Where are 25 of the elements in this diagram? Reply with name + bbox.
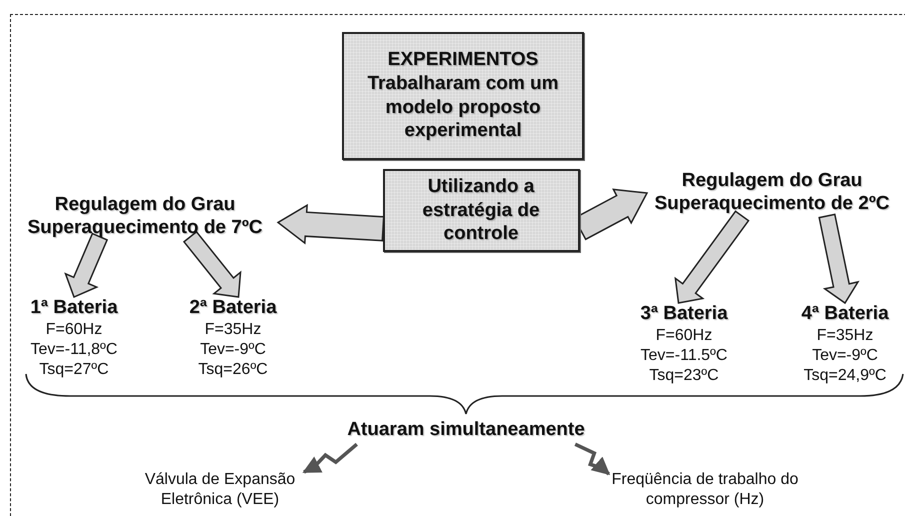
heading-text: Atuaram simultaneamente [347, 419, 585, 442]
parameter-text: F=35Hz Tev=-9ºC Tsq=24,9ºC [804, 326, 886, 386]
heading-text: Regulagem do Grau Superaquecimento de 2ºC [654, 170, 890, 216]
lightning-arrow [574, 442, 610, 476]
block-arrow [182, 230, 242, 298]
heading-text: 2ª Bateria [189, 297, 277, 320]
parameter-text: F=60Hz Tev=-11,8ºC Tsq=27ºC [30, 320, 118, 380]
process-box [382, 169, 580, 252]
heading-text: 1ª Bateria [30, 297, 118, 320]
heading-text: Regulagem do Grau Superaquecimento de 7ºC [26, 194, 264, 240]
process-box [342, 32, 584, 160]
block-arrow [64, 232, 108, 298]
parameter-text: F=35Hz Tev=-9ºC Tsq=26ºC [198, 320, 268, 380]
parameter-text: F=60Hz Tev=-11.5ºC Tsq=23ºC [640, 326, 728, 386]
heading-text: 4ª Bateria [801, 303, 889, 326]
block-arrow [276, 204, 384, 245]
heading-text: 3ª Bateria [640, 303, 728, 326]
block-arrow [674, 210, 750, 304]
block-arrow [818, 214, 860, 304]
box-text: Trabalharam com um modelo proposto experimental [366, 72, 560, 144]
node-text: Válvula de Expansão Eletrônica (VEE) [144, 470, 296, 510]
heading-text: EXPERIMENTOS [388, 48, 538, 72]
box-text: Utilizando a estratégia de controle [421, 174, 541, 246]
lightning-arrow [302, 442, 358, 474]
node-text: Freqüência de trabalho do compressor (Hz) [610, 470, 800, 510]
